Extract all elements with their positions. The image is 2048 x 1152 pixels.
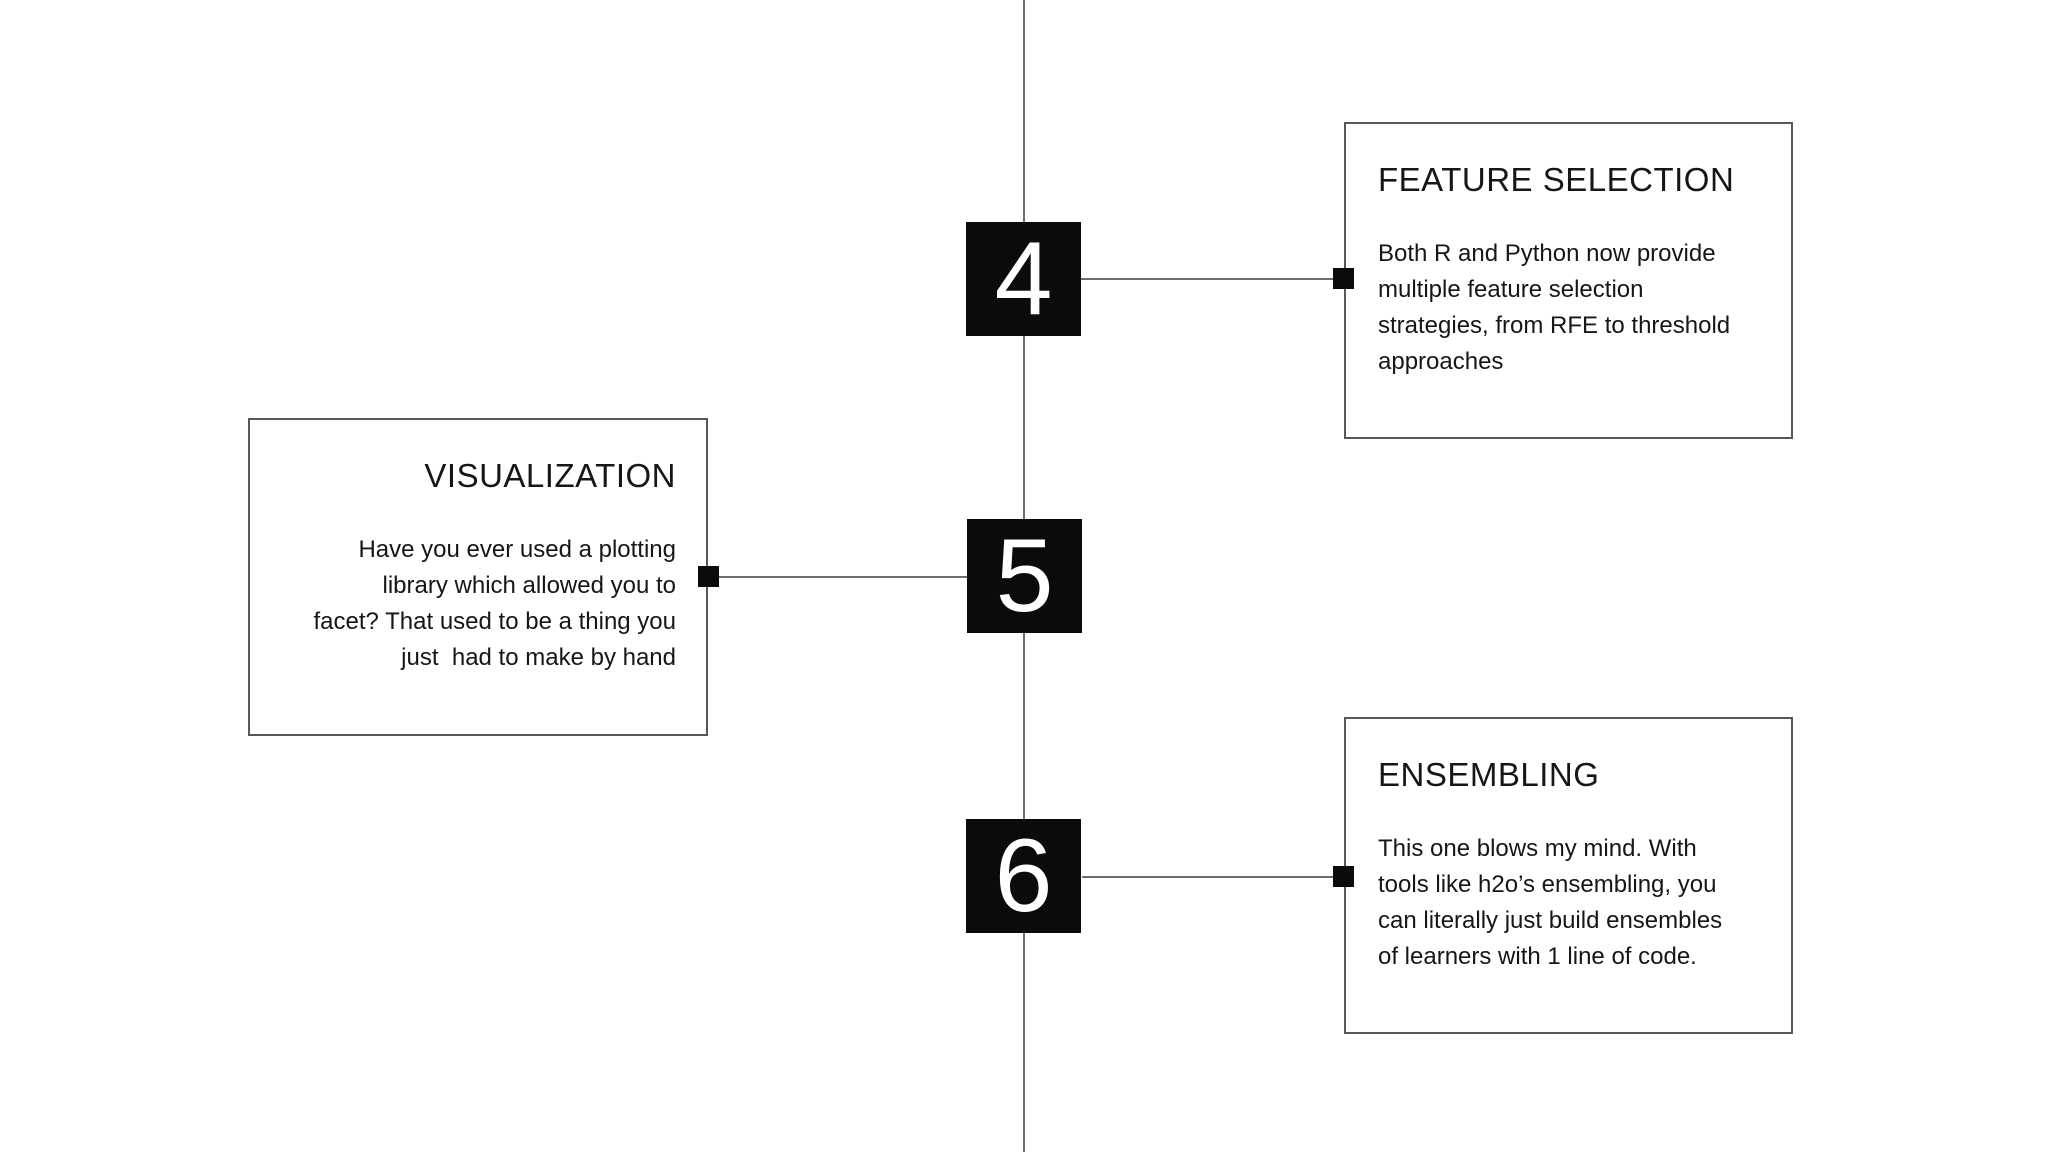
connector-endpoint-square-feature-selection <box>1333 268 1354 289</box>
connector-line-feature-selection <box>1081 278 1343 280</box>
card-feature-selection: FEATURE SELECTION Both R and Python now … <box>1344 122 1793 439</box>
card-body-feature-selection: Both R and Python now provide multiple f… <box>1378 240 1731 375</box>
connector-line-ensembling <box>1082 876 1343 878</box>
card-title-feature-selection: FEATURE SELECTION <box>1378 161 1735 198</box>
connector-endpoint-square-visualization <box>698 566 719 587</box>
connector-line-visualization <box>709 576 967 578</box>
card-ensembling: ENSEMBLING This one blows my mind. With … <box>1344 717 1793 1034</box>
card-title-ensembling: ENSEMBLING <box>1378 756 1600 793</box>
card-title-visualization: VISUALIZATION <box>424 457 676 494</box>
node-number-6: 6 <box>994 818 1053 934</box>
node-number-4: 4 <box>994 221 1053 337</box>
card-body-visualization: Have you ever used a plotting library wh… <box>313 536 676 671</box>
timeline-node-5: 5 <box>967 519 1082 633</box>
connector-endpoint-square-ensembling <box>1333 866 1354 887</box>
timeline-node-6: 6 <box>966 819 1081 933</box>
node-number-5: 5 <box>995 518 1054 634</box>
card-visualization: VISUALIZATION Have you ever used a plott… <box>248 418 708 736</box>
card-body-ensembling: This one blows my mind. With tools like … <box>1378 835 1723 970</box>
timeline-node-4: 4 <box>966 222 1081 336</box>
